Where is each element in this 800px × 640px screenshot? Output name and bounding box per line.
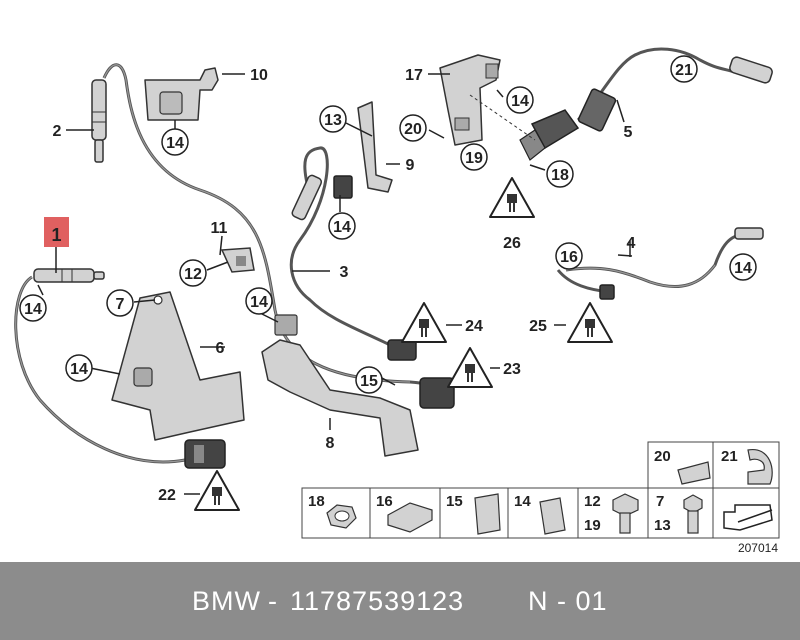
legend-label-12: 12 [584,493,601,510]
callout-14[interactable]: 14 [511,93,529,110]
callout-20[interactable]: 20 [404,121,422,138]
callout-4[interactable]: 4 [627,235,636,252]
module-18 [519,109,580,161]
callout-7[interactable]: 7 [116,296,125,313]
footer-brand: BMW [192,586,261,616]
warning-icon-23 [447,347,493,388]
clip-15 [474,493,501,535]
clip-16 [387,502,433,533]
warning-icon-24 [401,302,447,343]
callout-12[interactable]: 12 [184,266,202,283]
callout-14[interactable]: 14 [333,219,351,236]
callout-19[interactable]: 19 [465,150,483,167]
callout-circles [19,55,757,394]
sensor-1 [33,268,105,283]
legend-label-13: 13 [654,517,671,534]
callout-1[interactable]: 1 [51,225,61,245]
callout-5[interactable]: 5 [624,124,633,141]
callout-24[interactable]: 24 [465,318,483,335]
footer-suffix: N - 01 [528,586,608,616]
callout-6[interactable]: 6 [216,340,225,357]
bracket-17 [439,54,501,146]
arrow-icon[interactable] [723,504,773,531]
callout-18[interactable]: 18 [551,167,569,184]
callout-3[interactable]: 3 [340,264,349,281]
hex-nut-18 [326,504,357,529]
callout-14[interactable]: 14 [734,260,752,277]
drawing-number: 207014 [738,541,778,555]
callout-22[interactable]: 22 [158,487,176,504]
callout-8[interactable]: 8 [326,435,335,452]
legend-label-21: 21 [721,448,738,465]
callout-25[interactable]: 25 [529,318,547,335]
bolt-7-13 [683,494,703,534]
sensor-5 [577,56,773,132]
warning-icon-22 [194,470,240,511]
callout-14[interactable]: 14 [24,301,42,318]
callout-11[interactable]: 11 [211,220,228,237]
callout-21[interactable]: 21 [675,62,693,79]
legend-top: 20 21 [647,441,780,489]
bracket-6 [111,291,245,441]
bracket-9 [357,101,393,193]
leader-lines [37,73,633,495]
callout-16[interactable]: 16 [560,249,578,266]
warning-icon-25 [567,302,613,343]
legend-label-14: 14 [514,493,531,510]
callout-labels: 14 13 20 19 14 21 18 14 16 14 12 7 14 14… [24,62,752,504]
legend-label-19: 19 [584,517,601,534]
legend-bottom: 18 16 15 14 12 19 7 13 [301,487,780,539]
parts-diagram: 1 14 13 20 19 14 21 18 14 16 14 12 7 14 … [14,47,780,555]
callout-14[interactable]: 14 [70,361,88,378]
sensor-2 [91,79,107,163]
bracket-8 [261,314,419,457]
warning-icon-26 [489,177,535,218]
callout-26[interactable]: 26 [503,235,521,252]
clip-21 [747,449,773,485]
bracket-10 [144,67,219,121]
highlight-marker [44,217,69,247]
callout-17[interactable]: 17 [405,67,423,84]
footer-separator: - [268,586,278,616]
clip-14 [539,497,566,535]
connectors [184,175,615,469]
callout-23[interactable]: 23 [503,361,521,378]
bolt-12-19 [612,493,639,534]
legend-label-16: 16 [376,493,393,510]
footer-bar: BMW - 11787539123 N - 01 [0,562,800,640]
callout-13[interactable]: 13 [324,112,342,129]
legend-label-15: 15 [446,493,463,510]
legend-label-20: 20 [654,448,671,465]
legend-label-18: 18 [308,493,325,510]
clip-nut-20 [677,461,711,485]
footer-part-number: 11787539123 [290,586,465,616]
legend-label-7: 7 [656,493,664,510]
sensor-3 [291,174,323,221]
callout-14[interactable]: 14 [250,294,268,311]
callout-10[interactable]: 10 [250,67,268,84]
callout-15[interactable]: 15 [360,373,378,390]
holder-11 [220,247,255,273]
callout-14[interactable]: 14 [166,135,184,152]
callout-2[interactable]: 2 [53,123,62,140]
callout-9[interactable]: 9 [406,157,415,174]
sensor-4 [734,227,764,240]
